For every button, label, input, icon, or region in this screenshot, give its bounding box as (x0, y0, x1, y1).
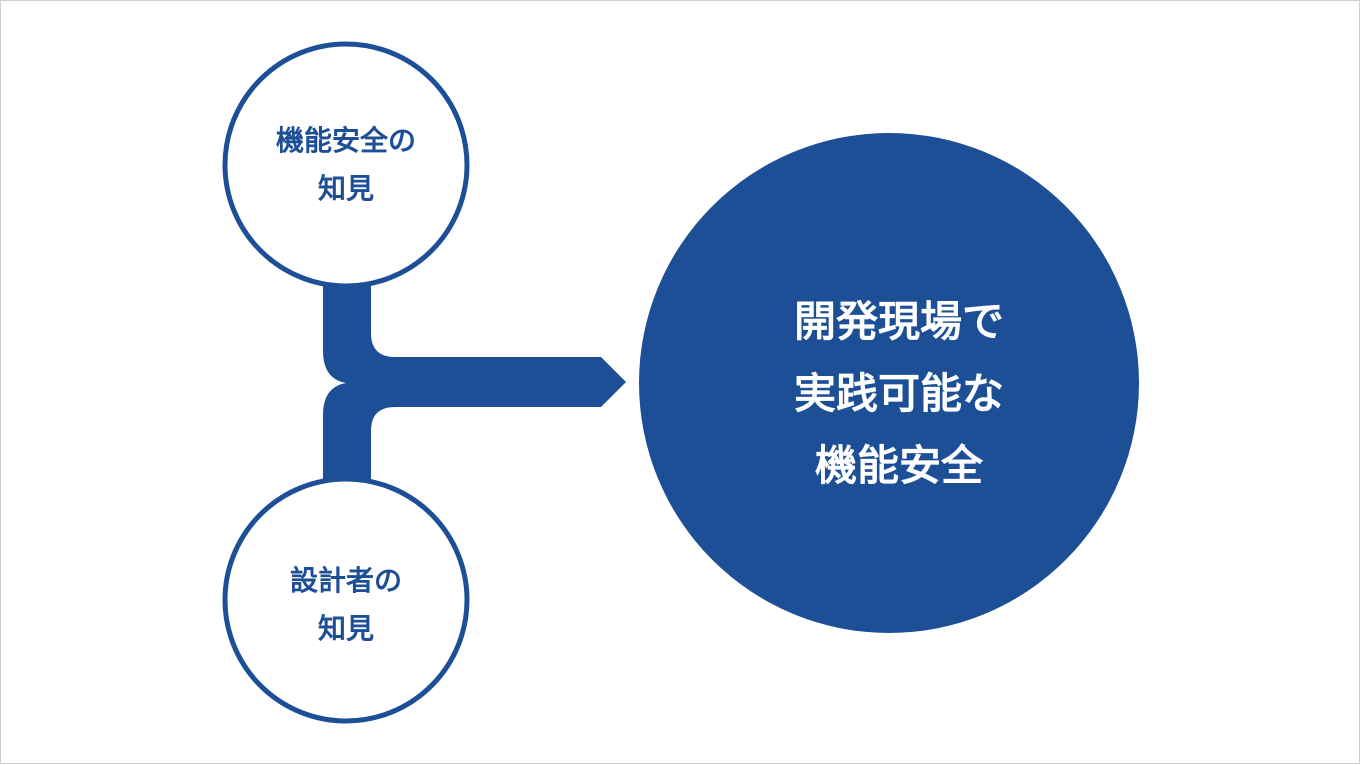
result-circle (639, 133, 1139, 633)
bottom-input-label: 設計者の 知見 (226, 557, 466, 653)
result-label-line-1: 開発現場で (793, 297, 1004, 346)
result-label-line-2: 実践可能な (793, 369, 1004, 418)
bottom-input-label-line-2: 知見 (317, 612, 374, 645)
top-input-label-line-1: 機能安全の (275, 124, 416, 157)
top-input-label-line-2: 知見 (317, 172, 374, 205)
result-label: 開発現場で 実践可能な 機能安全 (659, 286, 1139, 502)
merge-connector (323, 283, 626, 479)
top-input-label: 機能安全の 知見 (226, 117, 466, 213)
bottom-input-label-line-1: 設計者の (289, 564, 402, 597)
knowledge-circle-top (222, 41, 470, 289)
knowledge-circle-bottom (222, 476, 470, 724)
result-label-line-3: 機能安全 (814, 441, 983, 490)
